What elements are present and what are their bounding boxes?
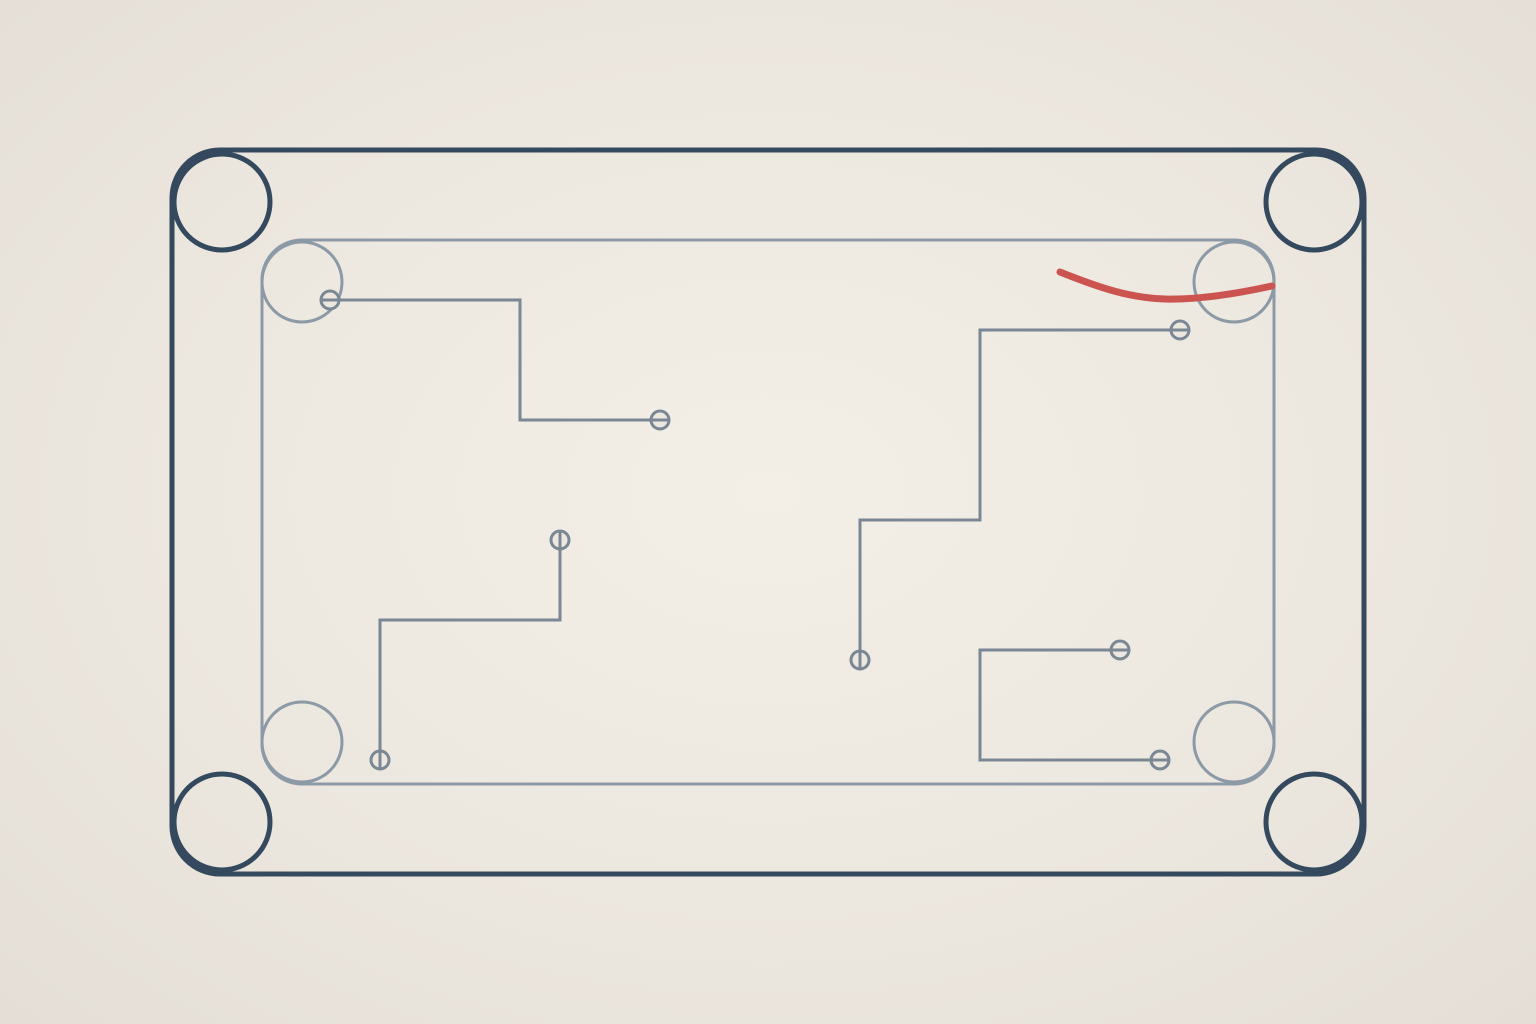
pad-icon [369,749,391,771]
pad-icon [849,649,871,671]
inner-corner-bottom-right-circle [1192,700,1276,784]
pad-icon [549,529,571,551]
inner-frame [260,238,1276,786]
pads [319,289,1191,771]
highlight-mark [1056,268,1276,303]
trace-top-left [330,298,660,422]
traces [330,298,1180,762]
pad-icon [319,289,341,311]
outer-corner-bottom-right-circle [1263,771,1365,873]
pad-icon [1149,749,1171,771]
inner-frame-outline [260,238,1276,786]
outer-corner-bottom-left-circle [171,771,273,873]
trace-bottom-right [978,648,1160,762]
inner-corner-bottom-left-circle [260,700,344,784]
inner-corner-top-right-circle [1192,240,1276,324]
outer-frame [169,147,1367,877]
outer-corner-top-left-circle [171,151,273,253]
outer-frame-outline [169,147,1367,877]
trace-center-right [858,328,1180,660]
inner-corner-top-left-circle [260,240,344,324]
pad-icon [1109,639,1131,661]
trace-bottom-left [378,540,562,760]
pad-icon [1169,319,1191,341]
outer-corner-top-right-circle [1263,151,1365,253]
pad-icon [649,409,671,431]
